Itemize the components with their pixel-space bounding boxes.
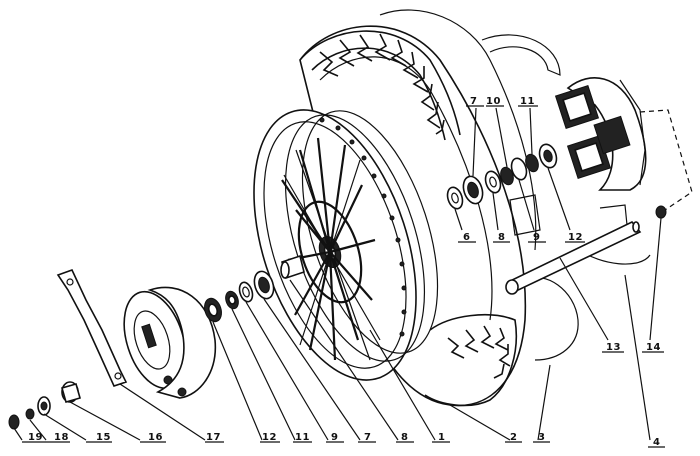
svg-text:7: 7: [364, 432, 371, 443]
label-17: 17: [205, 432, 224, 443]
svg-text:4: 4: [653, 437, 660, 448]
svg-text:8: 8: [401, 432, 408, 443]
label-upper-14: 14: [642, 342, 664, 353]
label-4: 4: [648, 437, 665, 448]
label-1: 1: [432, 432, 450, 443]
axle: [505, 221, 642, 295]
label-upper-8: 8: [493, 232, 510, 243]
label-16: 16: [140, 432, 166, 443]
svg-text:10: 10: [486, 96, 501, 107]
spokes-and-hub: [281, 137, 381, 361]
label-7: 7: [358, 432, 376, 443]
label-upper-7: 7: [466, 96, 484, 107]
left-small-parts: [8, 270, 275, 430]
label-upper-6: 6: [458, 232, 476, 243]
label-2: 2: [505, 432, 522, 443]
label-12: 12: [260, 432, 280, 443]
label-upper-12: 12: [565, 232, 585, 243]
svg-text:13: 13: [606, 342, 621, 353]
label-3: 3: [533, 432, 550, 443]
spoke-holes: [319, 117, 407, 337]
right-small-parts: [446, 143, 667, 219]
label-upper-9: 9: [528, 232, 546, 243]
svg-text:8: 8: [498, 232, 505, 243]
svg-text:1: 1: [438, 432, 445, 443]
svg-text:3: 3: [538, 432, 545, 443]
svg-text:7: 7: [470, 96, 477, 107]
svg-text:11: 11: [295, 432, 310, 443]
tire: [299, 25, 527, 407]
svg-text:6: 6: [463, 232, 470, 243]
svg-text:15: 15: [96, 432, 111, 443]
upper-labels: 7 10 11 6 8 9 12 13: [458, 96, 664, 353]
svg-text:12: 12: [568, 232, 583, 243]
label-15: 15: [86, 432, 112, 443]
svg-text:9: 9: [331, 432, 338, 443]
svg-text:18: 18: [54, 432, 69, 443]
svg-text:17: 17: [206, 432, 221, 443]
svg-text:2: 2: [510, 432, 517, 443]
leader-lines: [13, 107, 662, 441]
svg-text:12: 12: [262, 432, 277, 443]
svg-text:9: 9: [533, 232, 540, 243]
label-19: 19: [22, 432, 46, 443]
label-upper-11: 11: [518, 96, 538, 107]
svg-text:16: 16: [148, 432, 163, 443]
svg-text:11: 11: [520, 96, 535, 107]
dashed-connector: [639, 109, 693, 213]
axle-spacer: [280, 254, 305, 280]
label-upper-10: 10: [486, 96, 504, 107]
bottom-labels: 19 18 15 16 17 12 11 9: [22, 432, 665, 448]
brake-arm: [56, 269, 128, 387]
label-9: 9: [326, 432, 344, 443]
label-18: 18: [46, 432, 70, 443]
svg-text:19: 19: [28, 432, 43, 443]
label-8: 8: [396, 432, 414, 443]
label-upper-13: 13: [602, 342, 624, 353]
brake-plate: [123, 286, 217, 399]
svg-text:14: 14: [646, 342, 661, 353]
label-11: 11: [293, 432, 312, 443]
sprocket-carrier: [554, 77, 647, 191]
